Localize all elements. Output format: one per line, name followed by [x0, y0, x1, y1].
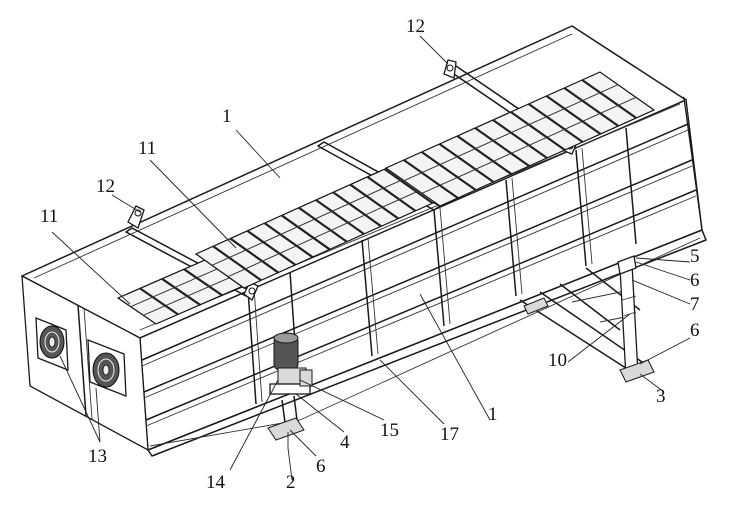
foot-pad-right [619, 359, 655, 383]
label-6-middle: 6 [690, 320, 700, 341]
label-7: 7 [690, 294, 700, 315]
leader-lines [51, 35, 691, 481]
label-3: 3 [656, 386, 666, 407]
label-6-upper: 6 [690, 270, 700, 291]
front-support-leg [267, 395, 305, 441]
motor-assembly [269, 332, 313, 395]
foot-pad-front [267, 417, 305, 441]
label-11-upper: 11 [138, 138, 156, 159]
label-6-lower: 6 [316, 456, 326, 477]
fan-left-icon [39, 325, 65, 359]
grid-trays [116, 71, 656, 325]
foot-pad-middle [523, 297, 549, 315]
label-4: 4 [340, 432, 350, 453]
label-13: 13 [88, 446, 107, 467]
tray-right [384, 71, 656, 207]
front-face-frame [141, 123, 697, 427]
label-10: 10 [548, 350, 567, 371]
label-1-top: 1 [222, 106, 232, 127]
lifting-lug-right [443, 59, 457, 79]
label-11-lower: 11 [40, 206, 58, 227]
label-1-front: 1 [488, 404, 498, 425]
support-stand [519, 255, 655, 383]
fan-right-icon [92, 352, 120, 388]
label-12-right: 12 [406, 16, 425, 37]
reference-labels: 1 11 12 11 12 5 6 7 6 10 3 1 15 17 4 6 1… [40, 16, 700, 493]
label-2: 2 [286, 472, 296, 493]
label-12-left: 12 [96, 176, 115, 197]
label-17: 17 [440, 424, 459, 445]
label-5: 5 [690, 246, 700, 267]
label-15: 15 [380, 420, 399, 441]
label-14: 14 [206, 472, 226, 493]
